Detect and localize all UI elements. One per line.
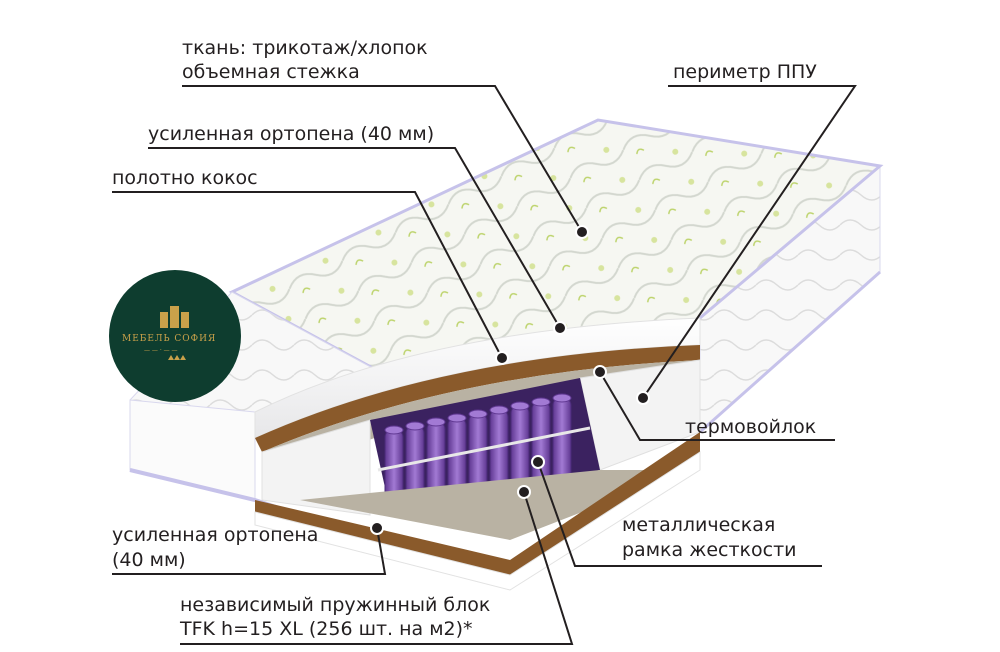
logo-brand-text: МЕБЕЛЬ СОФИЯ [122, 334, 216, 344]
label-perimeter: периметр ППУ [673, 61, 817, 84]
label-felt: термовойлок [685, 416, 816, 439]
label-ortho-top: усиленная ортопена (40 мм) [148, 123, 434, 146]
label-frame-line1: металлическая [622, 514, 775, 537]
label-ortho-bottom-line1: усиленная ортопена [112, 524, 318, 547]
label-spring-line1: независимый пружинный блок [180, 594, 490, 617]
label-spring-line2: TFK h=15 XL (256 шт. на м2)* [180, 618, 473, 641]
label-fabric-line1: ткань: трикотаж/хлопок [182, 37, 428, 60]
label-fabric-line2: объемная стежка [182, 61, 360, 84]
label-coconut: полотно кокос [112, 167, 258, 190]
label-ortho-bottom-line2: (40 мм) [112, 549, 186, 572]
label-frame-line2: рамка жесткости [622, 539, 796, 562]
logo-tagline: — — · — — [144, 347, 178, 354]
